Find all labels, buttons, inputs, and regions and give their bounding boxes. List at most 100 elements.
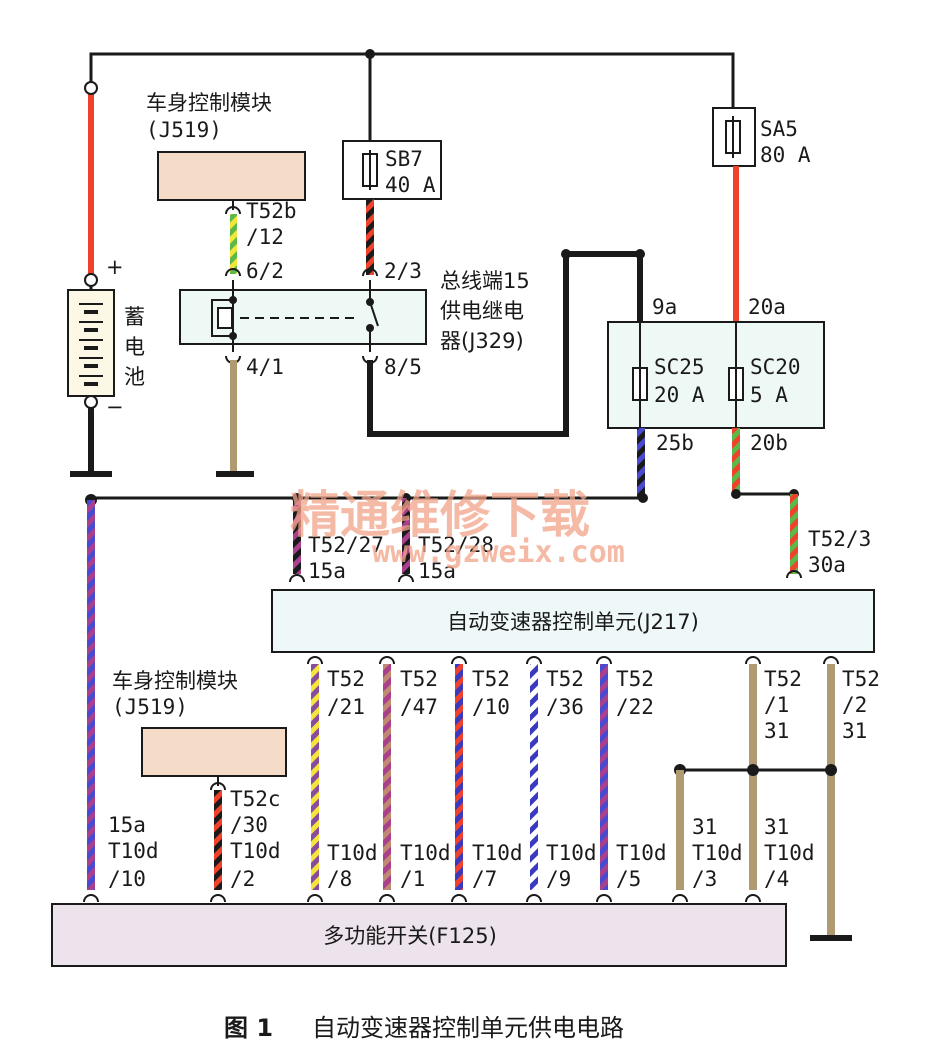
bcm-bottom-code: (J519) — [112, 695, 188, 719]
fuse-sb7-rating: 40 A — [385, 173, 436, 197]
pin-j217-2-a: T52 — [842, 667, 880, 691]
bcm-bottom-box — [141, 727, 287, 777]
pin-t52-27-a: T52/27 — [308, 533, 384, 557]
pin-f1-b: /1 — [400, 867, 425, 891]
wire-red-black — [366, 199, 374, 275]
pin-j217-1-c: 31 — [764, 719, 789, 743]
pin-f8-b: /8 — [327, 867, 352, 891]
connector — [225, 206, 241, 215]
battery-label-1: 蓄 — [124, 305, 145, 329]
pin-9a: 9a — [652, 295, 677, 319]
bcm-top-name: 车身控制模块 — [146, 91, 272, 115]
battery-plus: + — [106, 255, 124, 279]
watermark-url: www.gzweix.com — [372, 535, 625, 570]
pin-t52-3-a: T52/3 — [808, 527, 871, 551]
pin-j217-47-a: T52 — [400, 667, 438, 691]
bcm-top-code: (J519) — [146, 118, 222, 142]
battery-label-2: 电 — [124, 335, 145, 359]
battery-label-3: 池 — [124, 365, 145, 389]
pin-f3-b: T10d — [692, 841, 743, 865]
battery — [67, 273, 115, 477]
wire-blue-violet — [87, 500, 95, 890]
pin-j217-36-a: T52 — [546, 667, 584, 691]
wire-black-blue — [637, 428, 645, 498]
relay-label-1: 总线端15 — [440, 269, 530, 293]
pin-f10-c: /10 — [108, 867, 146, 891]
wire-green-yellow — [230, 214, 237, 274]
pin-2-3: 2/3 — [384, 259, 422, 283]
pin-f4-c: /4 — [764, 867, 789, 891]
pin-8-5: 8/5 — [384, 355, 422, 379]
wire-violet-black — [402, 498, 410, 574]
pin-20a: 20a — [748, 295, 786, 319]
fuse-sc20-rating: 5 A — [750, 383, 788, 407]
pin-f5-a: T10d — [616, 841, 667, 865]
pin-j217-36-b: /36 — [546, 695, 584, 719]
pin-f1-a: T10d — [400, 841, 451, 865]
wire-blue-violet — [600, 664, 608, 890]
pin-4-1: 4/1 — [246, 355, 284, 379]
pin-t52c-b: /30 — [230, 813, 268, 837]
wire-black-relay-out — [367, 251, 643, 437]
pin-t52-3-b: 30a — [808, 553, 846, 577]
pin-6-2: 6/2 — [246, 259, 284, 283]
relay-label-3: 器(J329) — [440, 329, 524, 353]
mfs-box — [51, 903, 787, 967]
watermark-cn: 精通维修下载 — [290, 486, 590, 544]
battery-minus: − — [106, 395, 124, 419]
wire-white-blue — [530, 664, 538, 890]
pin-20b: 20b — [750, 431, 788, 455]
pin-f10-b: T10d — [108, 839, 159, 863]
f125-connectors — [83, 894, 761, 903]
pin-j217-10-b: /10 — [472, 695, 510, 719]
pin-t52-28-a: T52/28 — [418, 533, 494, 557]
top-bus — [89, 52, 735, 141]
pin-j217-1-b: /1 — [764, 693, 789, 717]
terminal — [84, 81, 98, 95]
relay-switch — [366, 280, 379, 352]
pin-j217-2-c: 31 — [842, 719, 867, 743]
pin-j217-10-a: T52 — [472, 667, 510, 691]
pin-t52-27-b: 15a — [308, 559, 346, 583]
fuse-sb7-box — [342, 140, 442, 200]
pin-f10-a: 15a — [108, 813, 146, 837]
mfs-label: 多功能开关(F125) — [323, 924, 497, 948]
wire-green-red — [732, 428, 740, 494]
pin-f7-b: /7 — [472, 867, 497, 891]
pin-f8-a: T10d — [327, 841, 378, 865]
pin-f2-a: T10d — [230, 839, 281, 863]
pin-f3-a: 31 — [692, 815, 717, 839]
bcm-bottom-name: 车身控制模块 — [112, 669, 238, 693]
bcm-top-box — [157, 151, 306, 201]
fuse-sc20-name: SC20 — [750, 355, 801, 379]
caption-fig: 图 1 — [224, 1014, 273, 1042]
caption-title: 自动变速器控制单元供电电路 — [312, 1014, 624, 1042]
wire-yellow-violet — [311, 664, 319, 890]
wire-red-blue — [455, 664, 463, 890]
pin-f5-b: /5 — [616, 867, 641, 891]
pin-f7-a: T10d — [472, 841, 523, 865]
pin-f2-b: /2 — [230, 867, 255, 891]
pin-j217-1-a: T52 — [764, 667, 802, 691]
pin-t52b-b: /12 — [246, 225, 284, 249]
pin-t52c-a: T52c — [230, 787, 281, 811]
wire-brown — [230, 360, 237, 472]
pin-j217-21-b: /21 — [327, 695, 365, 719]
pin-f4-a: 31 — [764, 815, 789, 839]
wire-green-red — [790, 494, 798, 574]
junction-node — [365, 49, 375, 59]
relay-coil — [211, 280, 360, 352]
pin-j217-2-b: /2 — [842, 693, 867, 717]
pin-f3-c: /3 — [692, 867, 717, 891]
wire-violet-black — [293, 498, 301, 574]
wire-violet-brown — [383, 664, 391, 890]
pin-25b: 25b — [656, 431, 694, 455]
pin-f9-a: T10d — [546, 841, 597, 865]
pin-t52-28-b: 15a — [418, 559, 456, 583]
ground-wires — [674, 656, 852, 941]
pin-j217-21-a: T52 — [327, 667, 365, 691]
pin-f4-b: T10d — [764, 841, 815, 865]
tcu-signal-wires — [307, 656, 612, 890]
fuse-sb7-name: SB7 — [385, 147, 423, 171]
